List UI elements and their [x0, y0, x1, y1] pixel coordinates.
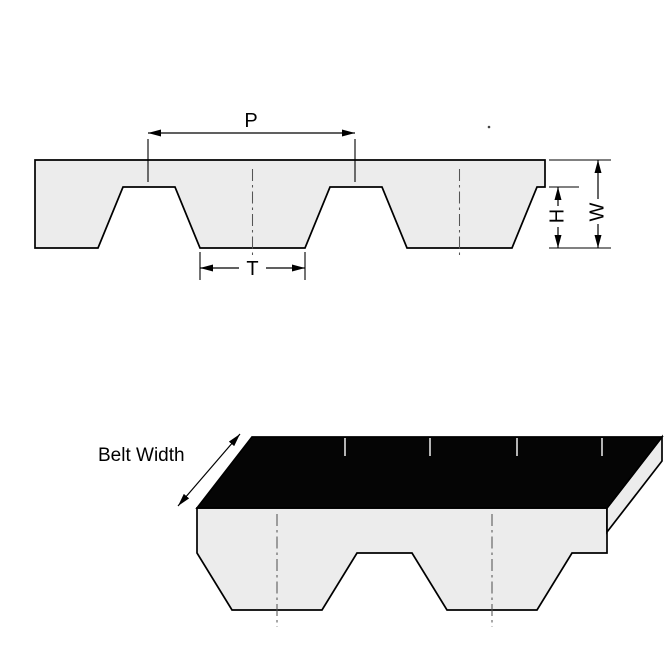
stray-mark: [487, 125, 491, 129]
tooth-height-label: H: [546, 209, 568, 223]
belt-thickness-label: W: [586, 202, 608, 221]
pitch-label: P: [244, 110, 257, 132]
belt-width-arrow: [177, 433, 241, 507]
tooth-width-label: T: [246, 258, 258, 280]
belt-front-face: [196, 507, 608, 611]
belt-width-label: Belt Width: [98, 445, 185, 466]
belt-cross-section-profile: [34, 159, 546, 249]
